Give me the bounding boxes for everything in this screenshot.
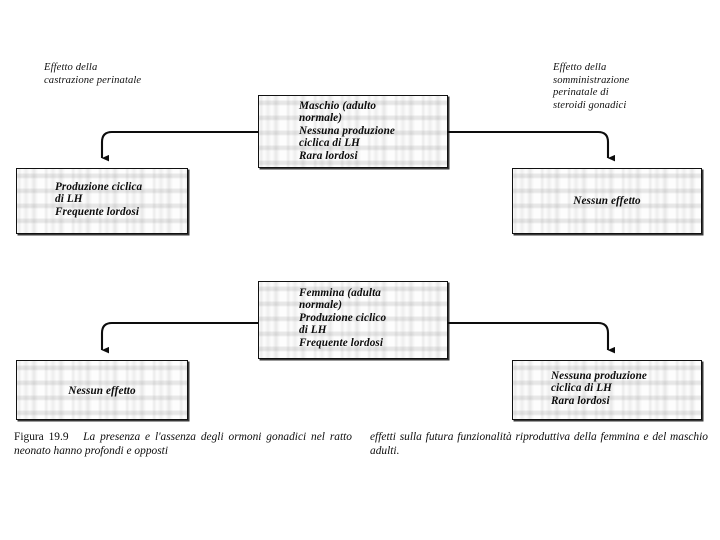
box-female-castrated-outcome: Nessun effetto	[16, 360, 188, 420]
figure-number: Figura 19.9	[14, 431, 69, 443]
box-male-normal: Maschio (adulto normale) Nessuna produzi…	[258, 95, 448, 168]
box-female-normal-text: Femmina (adulta normale) Produzione cicl…	[299, 287, 387, 349]
box-female-castrated-outcome-text: Nessun effetto	[68, 385, 136, 397]
arrow-female-to-left	[100, 321, 258, 354]
box-female-steroid-outcome: Nessuna produzione ciclica di LH Rara lo…	[512, 360, 702, 420]
arrow-male-to-left	[100, 130, 258, 162]
box-male-castrated-outcome-text: Produzione ciclica di LH Frequente lordo…	[55, 181, 143, 218]
box-male-steroid-outcome: Nessun effetto	[512, 168, 702, 234]
annotation-left-castration: Effetto della castrazione perinatale	[44, 62, 142, 86]
arrow-male-to-right	[447, 130, 616, 162]
box-male-normal-text: Maschio (adulto normale) Nessuna produzi…	[299, 100, 395, 162]
caption-text-part-2: effetti sulla futura funzionalità riprod…	[370, 431, 708, 458]
caption-text-part-1: La presenza e l'assenza degli ormoni gon…	[14, 431, 352, 458]
box-male-castrated-outcome: Produzione ciclica di LH Frequente lordo…	[16, 168, 188, 234]
box-female-normal: Femmina (adulta normale) Produzione cicl…	[258, 281, 448, 359]
box-female-steroid-outcome-text: Nessuna produzione ciclica di LH Rara lo…	[551, 370, 647, 407]
box-male-steroid-outcome-text: Nessun effetto	[573, 195, 641, 207]
caption-column-right: effetti sulla futura funzionalità riprod…	[370, 430, 708, 458]
annotation-right-steroid-administration: Effetto della somministrazione perinatal…	[553, 62, 630, 111]
arrow-female-to-right	[447, 321, 616, 354]
